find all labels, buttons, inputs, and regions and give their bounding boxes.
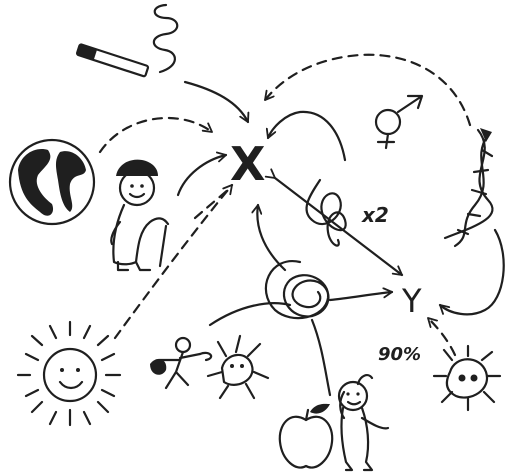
arrow-dna-to-x (265, 55, 470, 125)
x-node-label: X (230, 137, 265, 191)
arrow-cigarette-to-x (185, 82, 248, 122)
sun-icon (18, 322, 120, 425)
arrow-oldman-to-x (178, 155, 226, 195)
globe-icon (10, 140, 94, 224)
dna-icon (445, 128, 492, 246)
arrow-dash-short (195, 188, 230, 218)
arrow-germ-to-y (428, 318, 455, 355)
multiplier-label: x2 (361, 203, 389, 227)
arrow-sun-to-x (115, 185, 232, 338)
tangle-icon (210, 180, 346, 395)
arrow-tangle-to-y (330, 292, 392, 300)
cigarette-icon (77, 5, 178, 77)
percent-label: 90% (378, 344, 421, 365)
old-man-icon (111, 160, 168, 270)
gender-symbol-icon (376, 96, 422, 148)
arrow-tangle-to-x (257, 205, 285, 270)
apple-icon (280, 404, 332, 468)
arrow-gender-to-x (268, 112, 345, 160)
arrow-globe-to-x (100, 118, 212, 152)
arrow-dna-to-y (440, 230, 504, 314)
y-node-label: Y (401, 282, 422, 320)
arrows (100, 55, 504, 355)
child-icon (339, 375, 388, 470)
germ-icon (434, 346, 500, 410)
fighting-figures-icon (150, 336, 268, 398)
